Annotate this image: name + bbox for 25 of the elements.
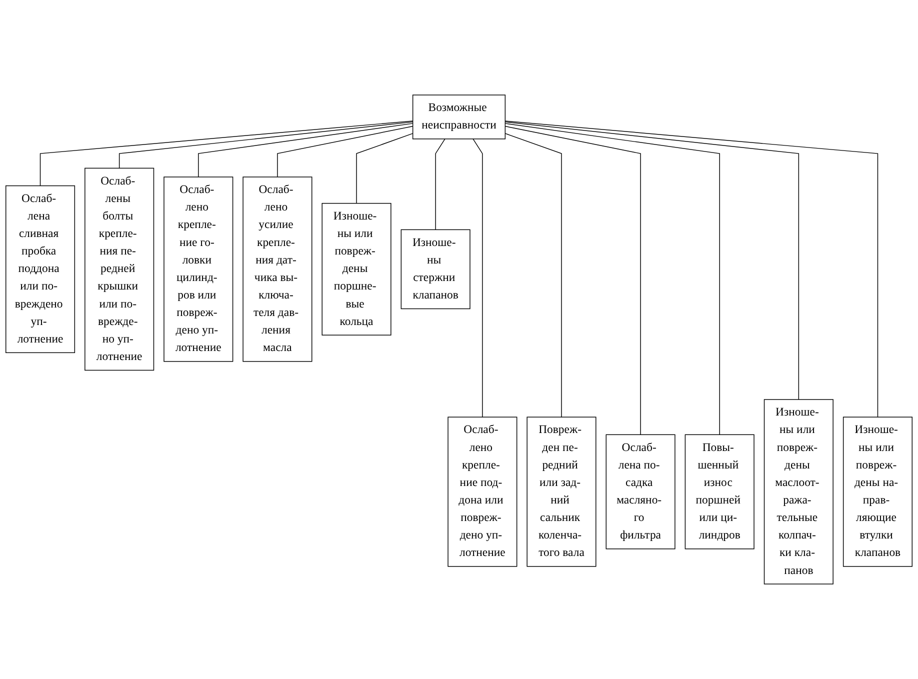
connector (435, 138, 446, 230)
node-box: Изноше- ны или повреж- дены маслоот- ража- тельные колпач- ки кла- панов (764, 399, 834, 584)
node-box: Ослаб- лено крепле- ние под- дона или повреж- дено уп- лотнение (448, 416, 518, 567)
connector (356, 133, 414, 204)
connector (504, 133, 562, 418)
node-box: Ослаб- лено крепле- ние го- ловки цилинд- ров или повреж- дено уп- лотнение (164, 176, 234, 362)
node-box: Ослаб- лены болты крепле- ния пе- редней крышки или по- врежде- но уп- лотнение (84, 168, 154, 371)
node-box: Повреж- ден пе- редний или зад- ний сальник коленча- того вала (526, 416, 596, 567)
connector (198, 123, 414, 178)
node-box: Ослаб- лена по- садка масляно- го фильтра (606, 434, 676, 550)
node-box: Ослаб- лено усилие крепле- ния дат- чика вы- ключа- теля дав- ления масла (242, 176, 312, 362)
node-box: Изноше- ны стержни клапанов (400, 229, 470, 310)
connector (504, 120, 878, 418)
connector (118, 122, 414, 169)
connector (40, 120, 414, 186)
node-box: Изноше- ны или повреж- дены поршне- вые кольца (322, 202, 392, 336)
node-box: Изноше- ны или повреж- дены на- прав- ляющие втулки клапанов (842, 416, 912, 567)
node-box: Возможные неисправности (412, 94, 506, 140)
connector (504, 126, 641, 436)
node-box: Ослаб- лена сливная пробка поддона или по- вреждено уп- лотнение (6, 185, 76, 354)
connector (277, 126, 414, 178)
connector (504, 122, 800, 400)
node-box: Повы- шенный износ поршней или ци- линдров (684, 434, 754, 550)
connector (472, 138, 483, 418)
connector (504, 123, 720, 436)
